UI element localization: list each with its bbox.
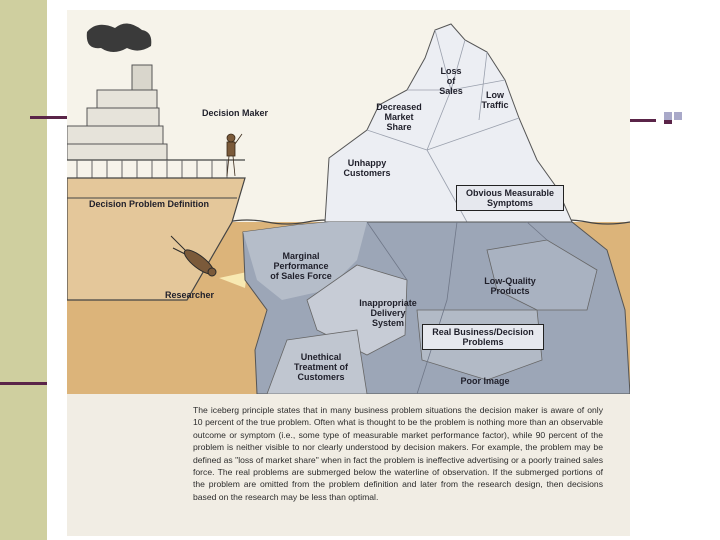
- researcher-label: Researcher: [165, 290, 235, 300]
- deco-square: [674, 112, 682, 120]
- problem-label: Unethical Treatment of Customers: [285, 352, 357, 382]
- bottom-rule-left: [0, 382, 47, 385]
- smokestack: [132, 65, 152, 91]
- real-problems-label: Real Business/Decision Problems: [422, 324, 544, 350]
- title-rule-left: [30, 116, 70, 119]
- problem-label: Low-Quality Products: [475, 276, 545, 296]
- problem-definition-label: Decision Problem Definition: [89, 199, 249, 209]
- symptom-label: Decreased Market Share: [367, 102, 431, 132]
- iceberg-figure: Decision Maker Decision Problem Definiti…: [67, 10, 630, 536]
- title-rule-right: [628, 119, 656, 122]
- problem-label: Poor Image: [450, 376, 520, 386]
- slide-side-bar: [0, 0, 47, 540]
- deco-square: [664, 120, 672, 124]
- problem-label: Inappropriate Delivery System: [352, 298, 424, 328]
- deco-square: [664, 112, 672, 120]
- symptom-label: Unhappy Customers: [337, 158, 397, 178]
- obvious-symptoms-label: Obvious Measurable Symptoms: [456, 185, 564, 211]
- decision-maker-label: Decision Maker: [195, 108, 275, 118]
- symptom-label: Loss of Sales: [435, 66, 467, 96]
- symptom-label: Low Traffic: [475, 90, 515, 110]
- problem-label: Marginal Performance of Sales Force: [263, 251, 339, 281]
- iceberg-caption: The iceberg principle states that in man…: [193, 404, 603, 503]
